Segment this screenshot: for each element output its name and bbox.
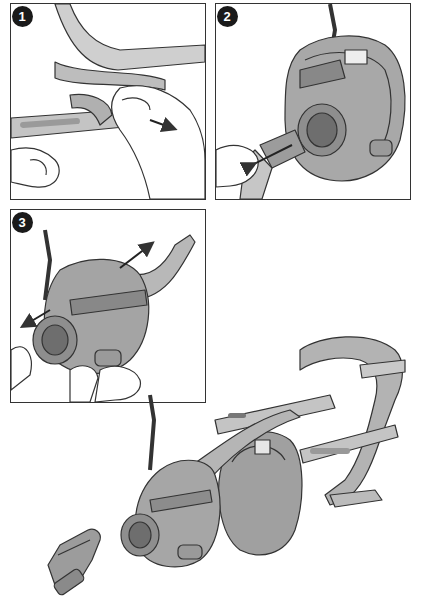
step-panel — [11, 4, 206, 200]
exploded-assembly — [48, 337, 405, 597]
step-number-text: 1 — [18, 10, 25, 23]
step-panel — [11, 210, 206, 403]
step-number: 1 — [12, 6, 33, 27]
step-number: 3 — [12, 212, 33, 233]
elbow-insertion — [216, 4, 405, 199]
step-number-text: 2 — [223, 10, 230, 23]
step-number-text: 3 — [18, 216, 25, 229]
step-number: 2 — [217, 6, 238, 27]
step-panel — [216, 4, 411, 200]
frame-attachment — [11, 230, 195, 402]
strap-threading — [11, 4, 205, 199]
